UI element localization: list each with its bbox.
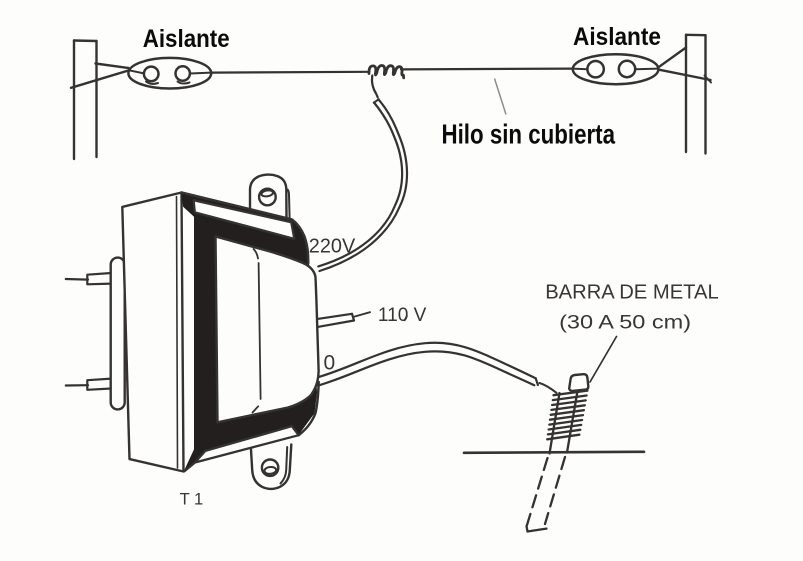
- svg-text:T 1: T 1: [180, 491, 204, 509]
- svg-text:BARRA DE METAL: BARRA DE METAL: [545, 281, 719, 304]
- svg-text:(30 A 50 cm): (30 A 50 cm): [559, 312, 691, 334]
- svg-text:Hilo sin cubierta: Hilo sin cubierta: [442, 119, 616, 150]
- svg-text:0: 0: [324, 351, 336, 374]
- svg-text:Aislante: Aislante: [143, 25, 230, 53]
- svg-text:Aislante: Aislante: [573, 23, 661, 51]
- svg-text:220V: 220V: [309, 236, 356, 258]
- svg-text:110 V: 110 V: [378, 305, 427, 326]
